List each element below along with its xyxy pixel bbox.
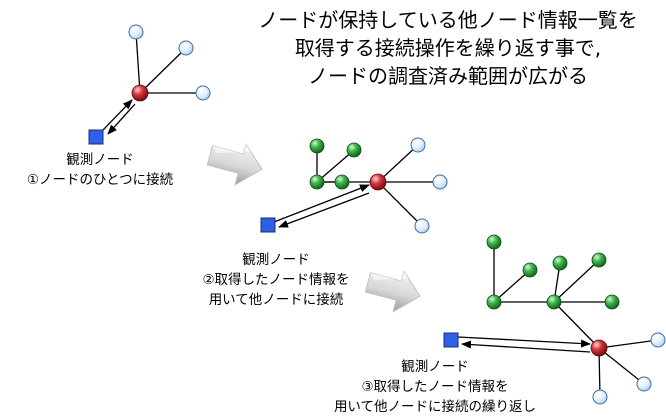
step2-caption: 観測ノード ②取得したノード情報を 用いて他ノードに接続 (178, 250, 374, 310)
diagram-title: ノードが保持している他ノード情報一覧を 取得する接続操作を繰り返す事で, ノード… (228, 6, 666, 90)
title-line-3: ノードの調査済み範囲が広がる (308, 64, 588, 88)
observer-label: 観測ノード (242, 252, 310, 268)
step3-connect-arrow (457, 336, 591, 348)
visited-node (486, 234, 502, 250)
step1-response-arrow (107, 103, 136, 135)
target-node (131, 84, 149, 102)
step2-description-line1: ②取得したノード情報を (202, 272, 350, 288)
step3-graph (443, 234, 666, 405)
unvisited-node (592, 389, 608, 405)
observer-node (88, 129, 104, 145)
unvisited-node (128, 24, 144, 40)
visited-node (591, 252, 607, 268)
unvisited-node (410, 137, 426, 153)
arrow-right-3d-icon (364, 270, 421, 313)
observer-node (260, 217, 276, 233)
target-node (369, 173, 387, 191)
unvisited-node (195, 85, 211, 101)
observer-label: 観測ノード (66, 152, 134, 168)
step2-response-arrow (278, 192, 370, 228)
visited-node (309, 138, 325, 154)
unvisited-node (650, 332, 666, 348)
title-line-1: ノードが保持している他ノード情報一覧を (258, 8, 638, 32)
step1-caption: 観測ノード ①ノードのひとつに接続 (2, 150, 198, 190)
visited-node (486, 294, 502, 310)
title-line-2: 取得する接続操作を繰り返す事で, (294, 36, 602, 60)
step1-description: ①ノードのひとつに接続 (26, 172, 174, 188)
step1-graph (88, 24, 211, 145)
step1-connect-arrow (102, 99, 133, 131)
visited-node (604, 294, 620, 310)
observer-label: 観測ノード (401, 359, 469, 375)
step3-response-arrow (461, 340, 591, 353)
visited-node (522, 262, 538, 278)
step2-description-line2: 用いて他ノードに接続 (208, 292, 344, 308)
unvisited-node (636, 376, 652, 392)
visited-node (309, 174, 325, 190)
step2-graph (260, 137, 448, 234)
unvisited-node (414, 218, 430, 234)
observer-node (443, 332, 459, 348)
visited-node (334, 174, 350, 190)
step2-connect-arrow (273, 184, 370, 223)
visited-node (346, 142, 362, 158)
unvisited-node (178, 40, 194, 56)
arrow-right-3d-icon (206, 143, 263, 186)
step3-caption: 観測ノード ③取得したノード情報を 用いて他ノードに接続の繰り返し (310, 357, 560, 416)
unvisited-node (432, 174, 448, 190)
visited-node (552, 255, 568, 271)
target-node (590, 339, 608, 357)
step3-description-line1: ③取得したノード情報を (361, 379, 509, 395)
step3-description-line2: 用いて他ノードに接続の繰り返し (333, 399, 537, 415)
visited-node (546, 294, 562, 310)
